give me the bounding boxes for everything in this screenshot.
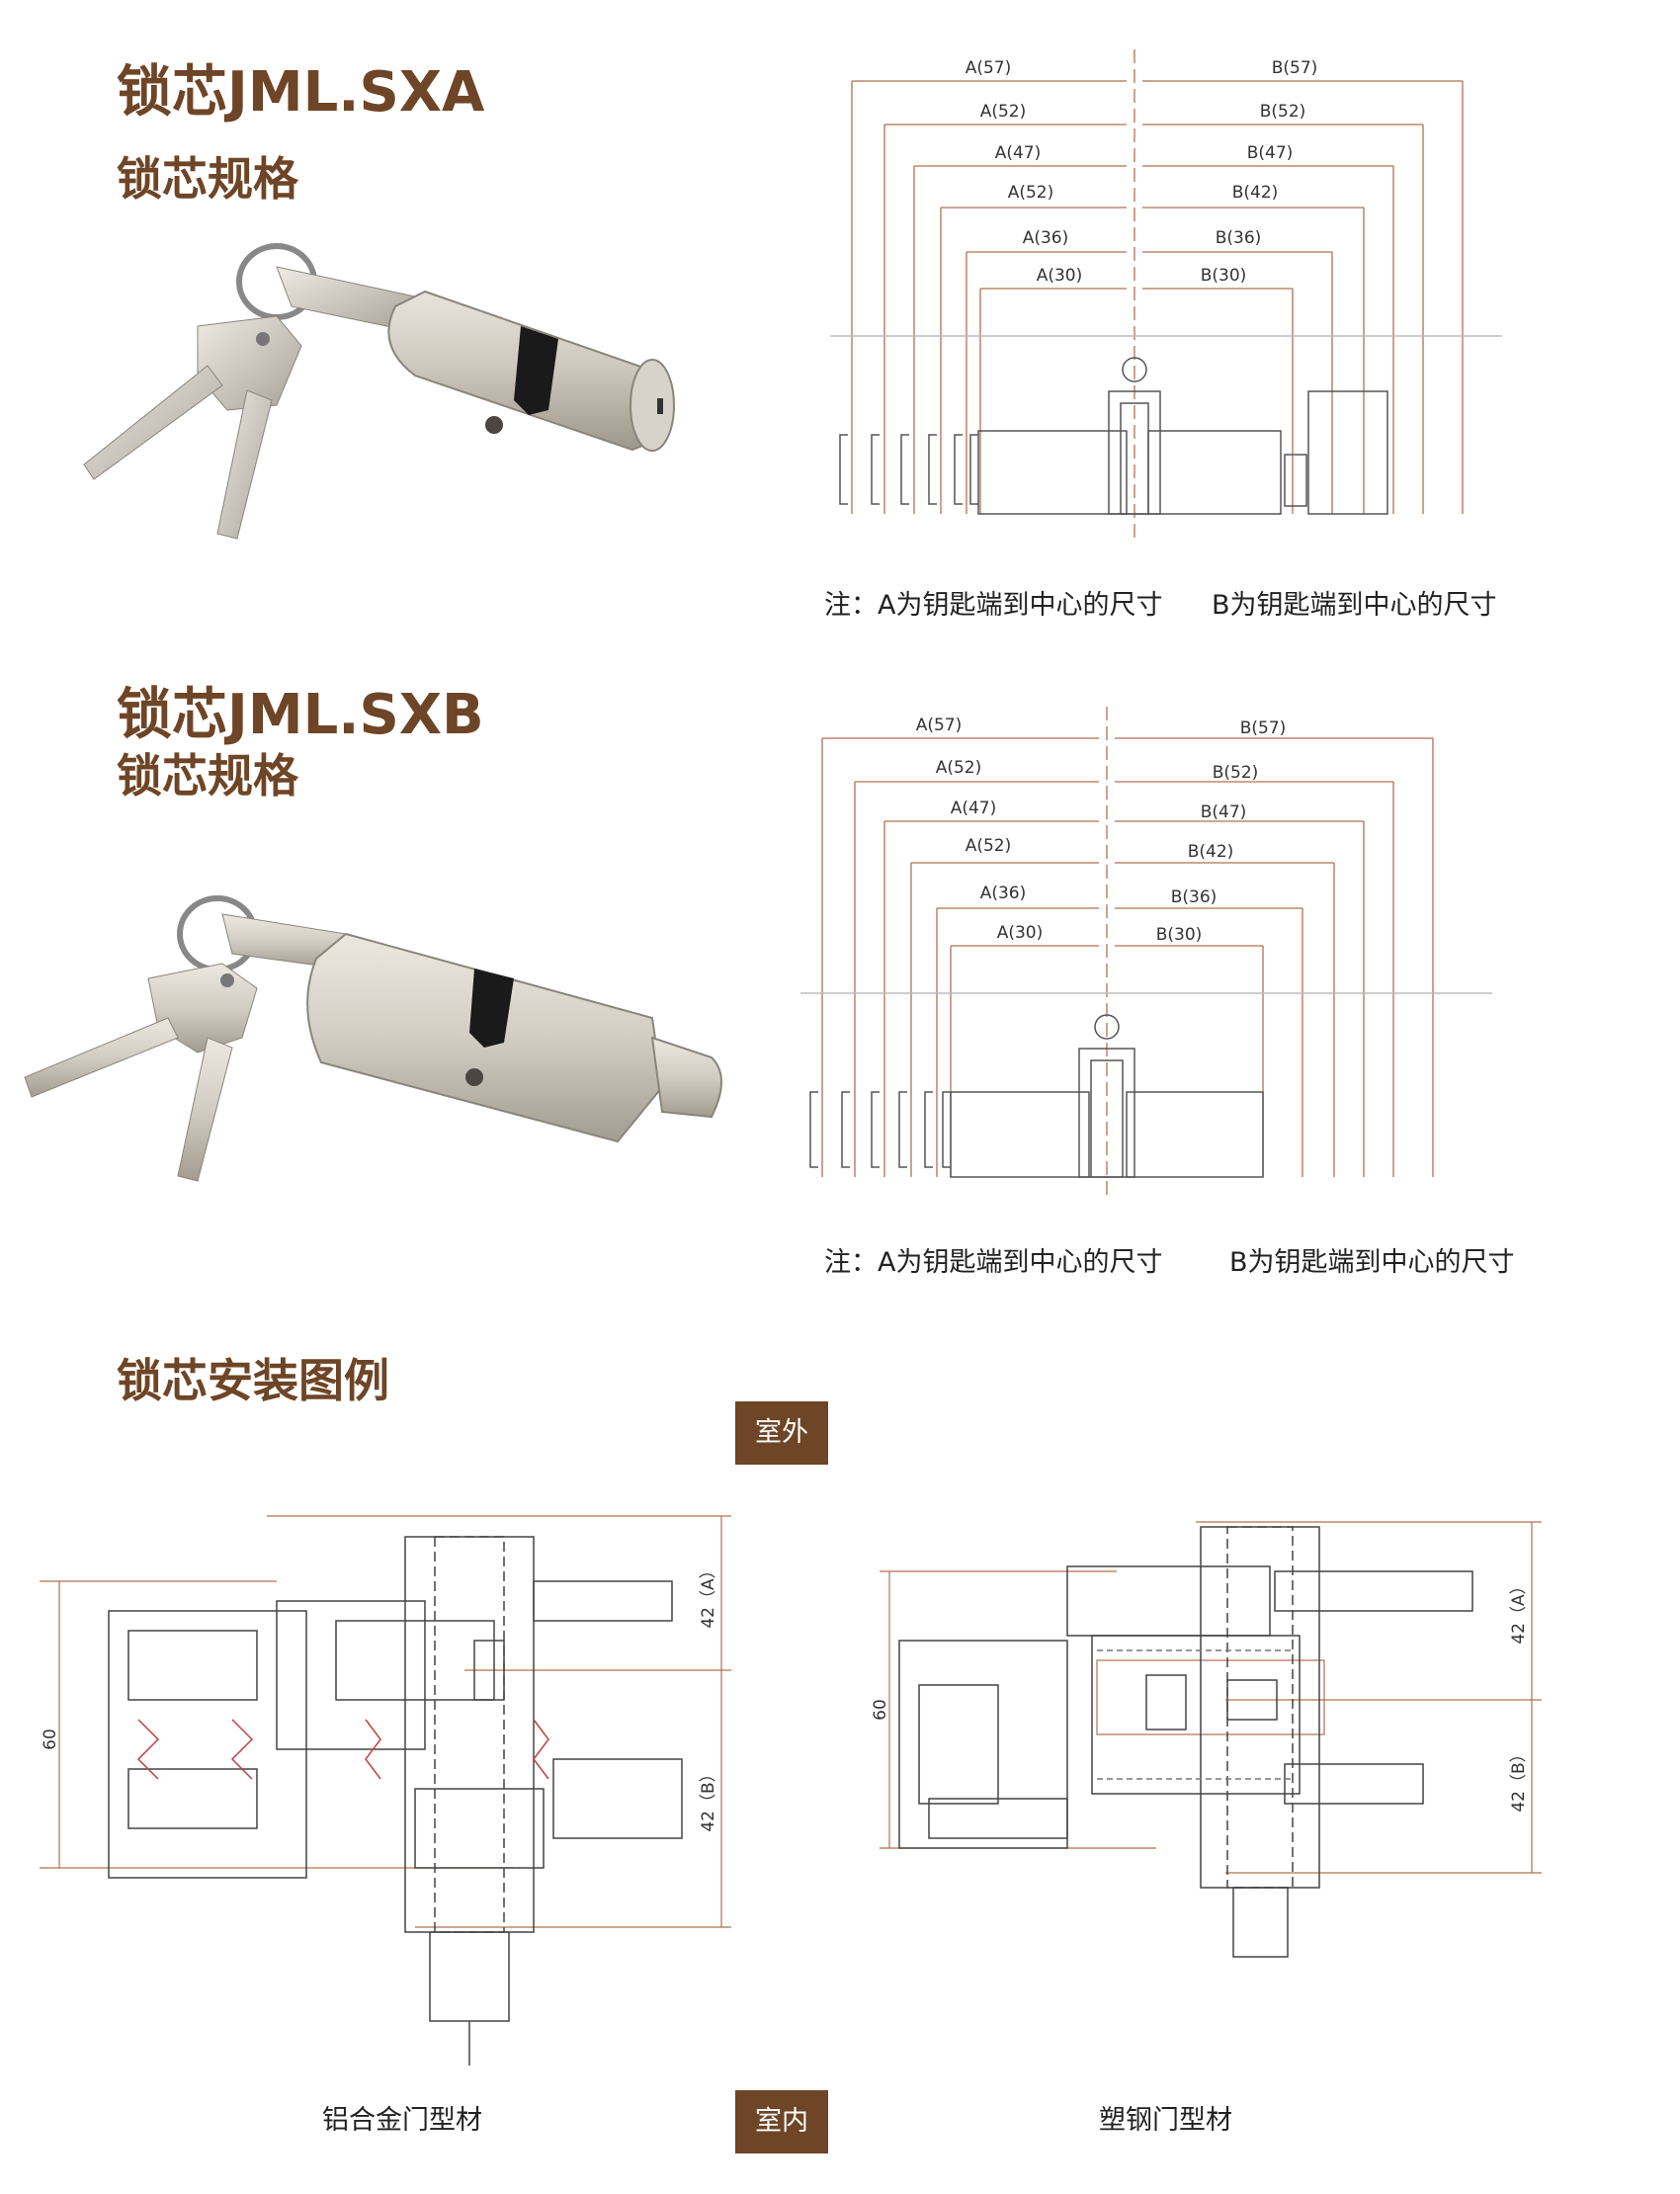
- note-a-left: 注：A为钥匙端到中心的尺寸: [824, 590, 1163, 621]
- indoor-badge: 室内: [735, 2090, 828, 2153]
- dim-a-47: A(47): [995, 143, 1042, 163]
- dim-60: 60: [871, 1699, 890, 1721]
- dim-b-42: B(42): [1188, 842, 1234, 862]
- dim-a-30: A(30): [1037, 266, 1083, 286]
- plastic-steel-profile-drawing: 60 42（A） 42（B）: [871, 1521, 1542, 1958]
- dim-b-57: B(57): [1272, 58, 1318, 78]
- dim-b-52: B(52): [1260, 102, 1306, 122]
- dim-a-57: A(57): [966, 58, 1012, 78]
- dim-a-57: A(57): [916, 716, 963, 735]
- dimension-diagram-a: A(57) B(57) A(52) B(52) A(47) B(47) A(52…: [830, 49, 1502, 544]
- dim-a-30: A(30): [997, 923, 1044, 943]
- dim-a-52b: A(52): [966, 836, 1012, 856]
- section-a-title: 锁芯JML.SXA: [117, 60, 485, 125]
- dim-60: 60: [41, 1729, 60, 1750]
- dim-a-47: A(47): [951, 799, 997, 818]
- outdoor-badge: 室外: [735, 1401, 828, 1465]
- note-b-right: B为钥匙端到中心的尺寸: [1229, 1247, 1515, 1278]
- lock-cylinder-b-photo: [24, 895, 722, 1182]
- dim-a-52: A(52): [980, 102, 1027, 122]
- dim-a-52b: A(52): [1008, 183, 1054, 203]
- caption-aluminium: 铝合金门型材: [322, 2105, 482, 2136]
- section-b-subtitle: 锁芯规格: [117, 749, 298, 802]
- section-b-title: 锁芯JML.SXB: [117, 683, 484, 747]
- install-title: 锁芯安装图例: [117, 1354, 389, 1407]
- dim-b-47: B(47): [1247, 143, 1294, 163]
- dim-a-52: A(52): [936, 758, 982, 778]
- dim-b-42: B(42): [1232, 183, 1279, 203]
- dim-42a: 42（A）: [1509, 1577, 1529, 1644]
- dim-b-57: B(57): [1240, 718, 1287, 738]
- dim-b-36: B(36): [1216, 228, 1262, 248]
- lock-cylinder-a-photo: [83, 243, 675, 540]
- dim-42b: 42（B）: [699, 1765, 718, 1831]
- caption-plastic-steel: 塑钢门型材: [1099, 2105, 1232, 2136]
- aluminium-profile-drawing: 60 42（A） 42（B）: [40, 1515, 731, 2066]
- note-a-right: B为钥匙端到中心的尺寸: [1212, 590, 1497, 621]
- section-a-subtitle: 锁芯规格: [117, 152, 298, 206]
- dim-b-30: B(30): [1201, 266, 1247, 286]
- dim-42a: 42（A）: [699, 1561, 718, 1628]
- note-b-left: 注：A为钥匙端到中心的尺寸: [824, 1247, 1163, 1278]
- dimension-diagram-b: A(57) B(57) A(52) B(52) A(47) B(47) A(52…: [800, 707, 1492, 1201]
- dim-a-36: A(36): [980, 884, 1027, 903]
- dim-b-52: B(52): [1213, 763, 1259, 783]
- dim-b-30: B(30): [1156, 925, 1203, 945]
- dim-b-47: B(47): [1201, 802, 1247, 822]
- dim-42b: 42（B）: [1509, 1745, 1529, 1812]
- dim-a-36: A(36): [1023, 228, 1069, 248]
- dim-b-36: B(36): [1171, 887, 1218, 907]
